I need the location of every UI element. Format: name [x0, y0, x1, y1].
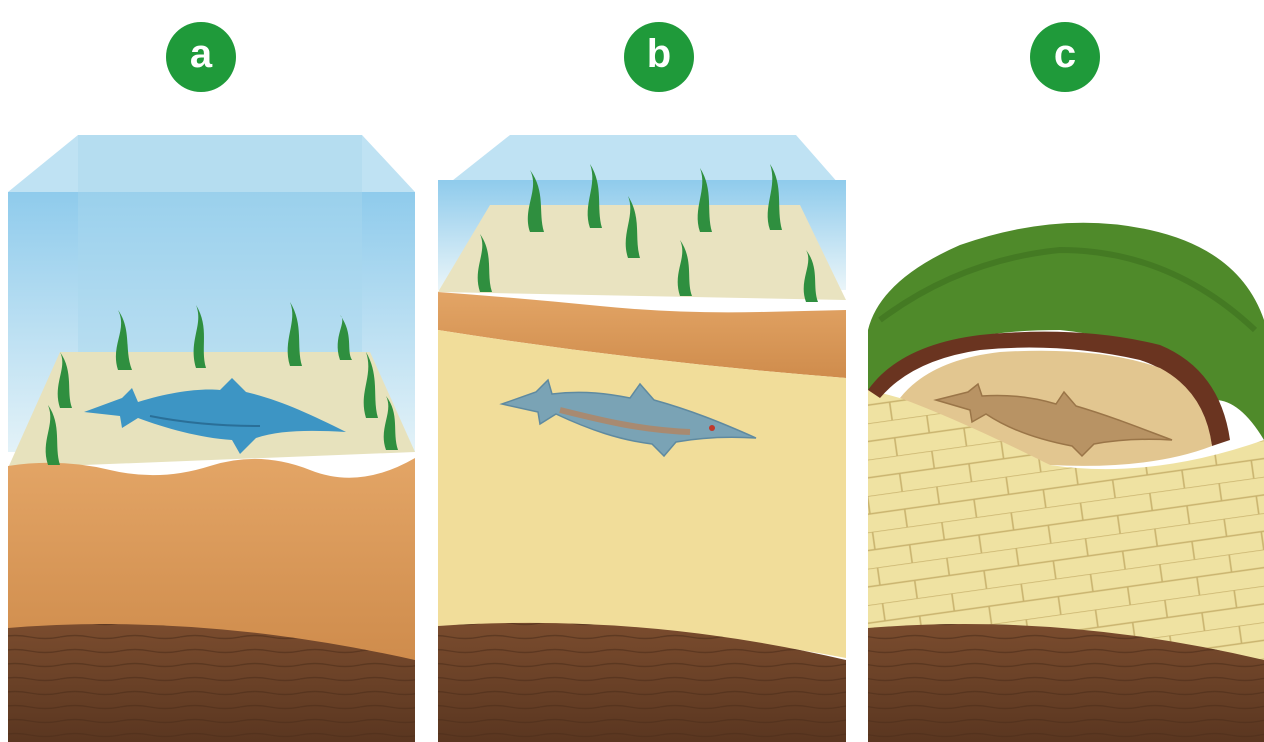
- panel-b-sediment: [438, 330, 846, 658]
- panel-b-seafloor: [438, 205, 846, 300]
- panel-c: [868, 223, 1264, 742]
- panel-b: [438, 135, 846, 742]
- panel-a: [8, 135, 415, 742]
